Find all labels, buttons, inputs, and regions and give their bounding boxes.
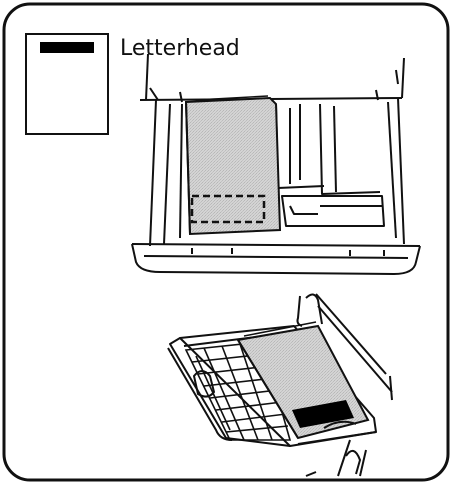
paper-stack-in-tray: [186, 96, 280, 234]
letterhead-sheet-icon: [26, 34, 108, 134]
letterhead-label: Letterhead: [120, 36, 240, 62]
